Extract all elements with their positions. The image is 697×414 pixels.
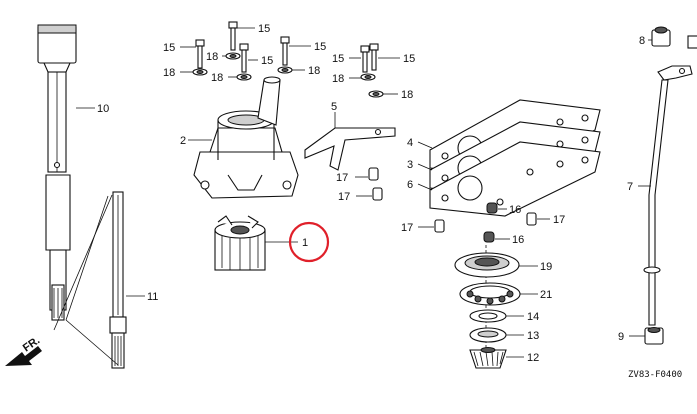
callout-16-a: 16 — [509, 204, 521, 216]
callout-6: 6 — [407, 179, 413, 191]
plate-6 — [429, 141, 601, 217]
grommet-9 — [644, 327, 664, 345]
water-tube-7 — [643, 65, 693, 326]
callout-13: 13 — [527, 330, 539, 342]
callout-12: 12 — [527, 352, 539, 364]
callout-1: 1 — [302, 237, 308, 249]
bolt-15-f — [369, 43, 379, 71]
bearing-21 — [459, 282, 521, 306]
callout-10: 10 — [97, 103, 109, 115]
oil-seal-19 — [454, 252, 520, 278]
callout-8: 8 — [639, 35, 645, 47]
pinion-gear-12 — [469, 347, 507, 369]
bolt-15-b — [228, 21, 238, 51]
callout-15-a: 15 — [163, 42, 175, 54]
callout-18-c: 18 — [211, 72, 223, 84]
dowel-pin-17-c — [434, 219, 445, 233]
grommet-16-a — [486, 202, 498, 214]
water-pump-housing — [193, 76, 299, 199]
bolt-15-c — [239, 43, 249, 73]
forward-arrow-icon — [5, 346, 42, 366]
callout-15-f: 15 — [403, 53, 415, 65]
grommet-8 — [651, 26, 697, 49]
bearing-13 — [469, 327, 507, 343]
callout-17-c: 17 — [401, 222, 413, 234]
callout-11: 11 — [147, 291, 158, 303]
callout-15-e: 15 — [332, 53, 344, 65]
callout-9: 9 — [618, 331, 624, 343]
callout-18-e: 18 — [332, 73, 344, 85]
callout-19: 19 — [540, 261, 552, 273]
washer-18-c — [236, 73, 252, 81]
bolt-15-a — [195, 39, 205, 69]
callout-2: 2 — [180, 135, 186, 147]
callout-15-c: 15 — [261, 55, 273, 67]
callout-17-d: 17 — [553, 214, 565, 226]
callout-17-a: 17 — [336, 172, 348, 184]
washer-18-a — [192, 68, 208, 76]
grommet-16-b — [483, 231, 495, 243]
callout-18-f: 18 — [401, 89, 413, 101]
washer-14 — [469, 309, 507, 323]
callout-5: 5 — [331, 101, 337, 113]
callout-7: 7 — [627, 181, 633, 193]
callout-14: 14 — [527, 311, 539, 323]
pump-bracket — [304, 127, 396, 171]
impeller — [214, 215, 266, 271]
drive-shaft-upper — [37, 24, 77, 173]
callout-18-a: 18 — [163, 67, 175, 79]
washer-18-e — [360, 73, 376, 81]
dowel-pin-17-d — [526, 212, 537, 226]
washer-18-b — [225, 52, 241, 60]
dowel-pin-17-b — [372, 187, 383, 201]
callout-18-d: 18 — [308, 65, 320, 77]
callout-18-b: 18 — [206, 51, 218, 63]
dowel-pin-17-a — [368, 167, 379, 181]
callout-16-b: 16 — [512, 234, 524, 246]
callout-21: 21 — [540, 289, 552, 301]
bolt-15-d — [280, 36, 290, 66]
highlight-circle-part-1 — [288, 221, 330, 263]
callout-15-b: 15 — [258, 23, 270, 35]
bolt-15-e — [360, 45, 370, 73]
callout-15-d: 15 — [314, 41, 326, 53]
callout-3: 3 — [407, 159, 413, 171]
callout-17-b: 17 — [338, 191, 350, 203]
washer-18-d — [277, 66, 293, 74]
washer-18-f — [368, 90, 384, 98]
drive-shaft-11 — [109, 191, 127, 369]
drive-shaft-lower-left — [45, 174, 71, 321]
callout-4: 4 — [407, 137, 413, 149]
diagram-code: ZV83-F0400 — [628, 370, 682, 380]
